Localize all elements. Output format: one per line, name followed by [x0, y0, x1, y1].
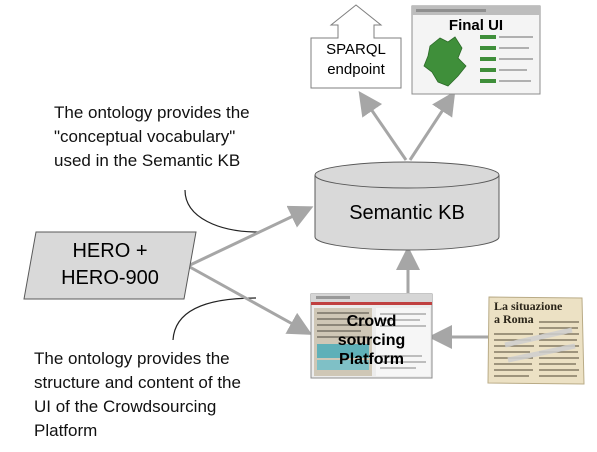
semantic-kb-cylinder — [314, 161, 500, 251]
arrow-hero-to-crowd — [187, 264, 313, 335]
bottom-note: The ontology provides the structure and … — [34, 347, 241, 443]
top-note-line: The ontology provides the — [54, 103, 250, 122]
sparql-label-line: endpoint — [327, 61, 385, 78]
crowdsourcing-platform-label: Crowd sourcing Platform — [311, 312, 432, 369]
top-note-callout-line — [184, 189, 259, 233]
semantic-kb-label: Semantic KB — [349, 202, 465, 224]
top-note: The ontology provides the "conceptual vo… — [54, 101, 250, 173]
arrow-kb-to-final-ui — [408, 90, 456, 161]
bottom-note-line: structure and content of the — [34, 373, 241, 392]
newspaper-clipping-image — [487, 296, 585, 385]
hero-label: HERO + HERO-900 — [24, 238, 196, 292]
crowd-label-line: Platform — [339, 351, 404, 368]
arrow-hero-to-kb — [187, 205, 314, 268]
final-ui-label: Final UI — [448, 17, 504, 34]
bottom-note-line: Platform — [34, 421, 98, 440]
final-ui-screenshot — [411, 5, 541, 95]
top-note-line: "conceptual vocabulary" — [54, 127, 236, 146]
piedmont-map-icon — [423, 36, 467, 87]
newspaper-headline: La situazione a Roma — [494, 300, 580, 326]
bottom-note-line: UI of the Crowdsourcing — [34, 397, 217, 416]
arrow-kb-to-sparql — [358, 91, 408, 161]
hero-label-line: HERO + — [72, 240, 148, 262]
top-note-line: used in the Semantic KB — [54, 151, 241, 170]
crowd-label-line: sourcing — [337, 332, 406, 349]
hero-ontology-shape — [23, 231, 197, 300]
newspaper-headline-line: a Roma — [494, 312, 534, 326]
crowdsourcing-platform-screenshot — [310, 293, 433, 379]
bottom-note-callout-line — [172, 297, 257, 341]
sparql-label-line: SPARQL — [326, 41, 386, 58]
sparql-endpoint-label: SPARQL endpoint — [311, 40, 401, 80]
bottom-note-line: The ontology provides the — [34, 349, 230, 368]
hero-label-line: HERO-900 — [61, 267, 159, 289]
sparql-endpoint-shape — [310, 4, 402, 89]
crowd-label-line: Crowd — [346, 313, 397, 330]
newspaper-headline-line: La situazione — [494, 299, 563, 313]
